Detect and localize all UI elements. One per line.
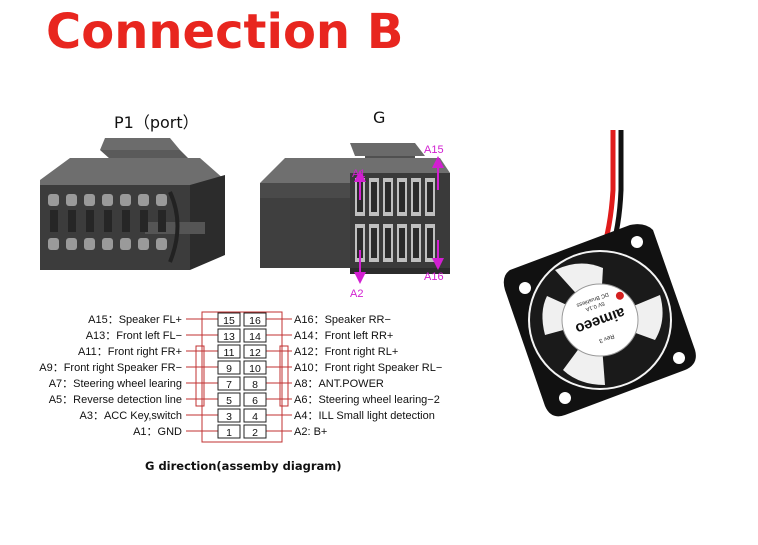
pin-number-10: 10 bbox=[249, 363, 261, 375]
fan-logo-mark bbox=[615, 291, 624, 300]
pin-label-a14: A14：Front left RR+ bbox=[294, 330, 393, 342]
cooling-fan: Rev 3 aimeeo 5V 0.1A DC Brushless bbox=[503, 130, 696, 417]
pin-label-a1: A1：GND bbox=[133, 426, 182, 438]
pin-label-a15: A15：Speaker FL+ bbox=[88, 314, 182, 326]
pin-label-a7: A7：Steering wheel learing bbox=[49, 378, 182, 390]
port-label: P1（port） bbox=[114, 113, 199, 132]
arrow-label-a2: A2 bbox=[350, 288, 363, 300]
g-label: G bbox=[373, 108, 386, 127]
arrow-a1: A1 bbox=[352, 168, 366, 200]
pin-label-a2: A2: B+ bbox=[294, 426, 327, 438]
pin-number-11: 11 bbox=[224, 347, 235, 359]
pin-label-a10: A10：Front right Speaker RL− bbox=[294, 362, 442, 374]
pin-number-16: 16 bbox=[249, 315, 261, 327]
arrow-label-a16: A16 bbox=[424, 271, 444, 283]
connector-p1 bbox=[40, 138, 225, 270]
pin-label-a5: A5：Reverse detection line bbox=[49, 394, 182, 406]
pin-direction-arrows: A15 A1 A16 A2 bbox=[350, 144, 444, 300]
pinout-outline bbox=[195, 311, 289, 443]
pin-number-14: 14 bbox=[249, 331, 261, 343]
pin-label-a6: A6：Steering wheel learing−2 bbox=[294, 394, 440, 406]
pin-row-15-16: A15：Speaker FL+ 15 16 A16：Speaker RR− bbox=[88, 312, 391, 327]
pin-row-5-6: A5：Reverse detection line 5 6 A6：Steerin… bbox=[49, 392, 440, 407]
pin-row-3-4: A3：ACC Key,switch 3 4 A4：ILL Small light… bbox=[80, 408, 435, 423]
pin-label-a4: A4：ILL Small light detection bbox=[294, 410, 435, 422]
pin-label-a16: A16：Speaker RR− bbox=[294, 314, 391, 326]
pin-row-1-2: A1：GND 1 2 A2: B+ bbox=[133, 424, 327, 439]
pin-row-7-8: A7：Steering wheel learing 7 8 A8：ANT.POW… bbox=[49, 376, 384, 391]
pin-label-a12: A12：Front right RL+ bbox=[294, 346, 398, 358]
pin-number-1: 1 bbox=[226, 427, 232, 439]
pinout-diagram: A15：Speaker FL+ 15 16 A16：Speaker RR− A1… bbox=[39, 311, 442, 443]
pin-number-12: 12 bbox=[249, 347, 261, 359]
pin-row-11-12: A11：Front right FR+ 11 12 A12：Front righ… bbox=[78, 344, 398, 359]
pin-row-13-14: A13：Front left FL− 13 14 A14：Front left … bbox=[86, 328, 393, 343]
connector-p1-body bbox=[40, 138, 225, 270]
pin-number-7: 7 bbox=[226, 379, 232, 391]
pin-number-5: 5 bbox=[226, 395, 232, 407]
pin-number-2: 2 bbox=[252, 427, 258, 439]
pin-number-4: 4 bbox=[252, 411, 258, 423]
arrow-a2: A2 bbox=[350, 250, 366, 300]
page-title: Connection B bbox=[46, 4, 404, 60]
pin-number-3: 3 bbox=[226, 411, 232, 423]
arrow-a15: A15 bbox=[424, 144, 444, 190]
pin-number-15: 15 bbox=[223, 315, 235, 327]
pin-number-9: 9 bbox=[226, 363, 232, 375]
pin-label-a9: A9：Front right Speaker FR− bbox=[39, 362, 182, 374]
pin-number-8: 8 bbox=[252, 379, 258, 391]
pin-row-9-10: A9：Front right Speaker FR− 9 10 A10：Fron… bbox=[39, 360, 442, 375]
arrow-label-a1: A1 bbox=[352, 168, 365, 180]
pin-number-6: 6 bbox=[252, 395, 258, 407]
pin-label-a11: A11：Front right FR+ bbox=[78, 346, 182, 358]
pin-label-a13: A13：Front left FL− bbox=[86, 330, 182, 342]
diagram-caption: G direction(assemby diagram) bbox=[145, 459, 342, 473]
pin-number-13: 13 bbox=[223, 331, 235, 343]
arrow-label-a15: A15 bbox=[424, 144, 444, 156]
fan-frame bbox=[503, 224, 696, 417]
arrow-a16: A16 bbox=[424, 240, 444, 283]
pin-label-a8: A8：ANT.POWER bbox=[294, 378, 384, 390]
fan-sticker-line1: Rev 3 bbox=[597, 332, 614, 343]
pin-label-a3: A3：ACC Key,switch bbox=[80, 410, 183, 422]
